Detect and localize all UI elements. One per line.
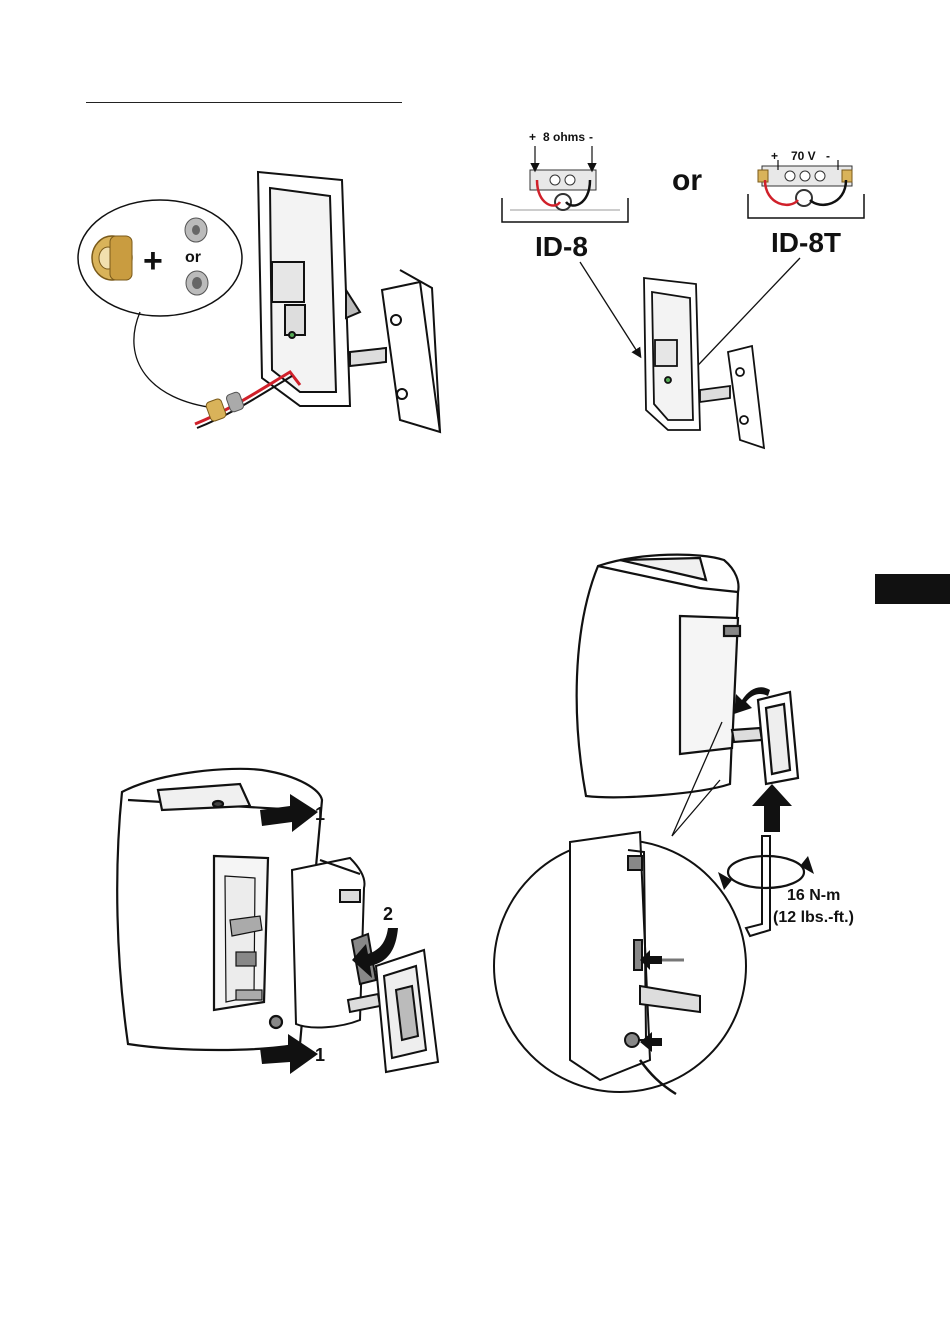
- id8-terminal-diagram: + 8 ohms -: [502, 130, 628, 222]
- figure-secure-with-torque: 16 N-m (12 lbs.-ft.): [494, 555, 854, 1094]
- speaker-open-back-icon: [258, 172, 440, 432]
- id8-plus-label: +: [529, 130, 536, 144]
- plus-sign: +: [143, 242, 163, 280]
- id8t-terminal-diagram: + 70 V -: [748, 149, 864, 218]
- id8-impedance-label: 8 ohms: [543, 130, 585, 144]
- speaker-open-back-small-icon: [644, 278, 764, 448]
- torque-metric-label: 16 N-m: [787, 887, 840, 904]
- grommet-small-icon: [185, 218, 207, 242]
- figure-cable-gland: + or: [78, 172, 440, 432]
- or-label-wiring: or: [672, 164, 702, 197]
- step1-label-top: 1: [315, 804, 325, 824]
- id8-model-label: ID-8: [535, 231, 588, 262]
- id8-minus-label: -: [589, 130, 593, 144]
- torque-imperial-label: (12 lbs.-ft.): [773, 909, 854, 926]
- figure-hang-on-bracket: 1 1 2: [117, 769, 438, 1074]
- or-label: or: [185, 249, 201, 266]
- id8t-minus-label: -: [826, 149, 830, 163]
- installed-gland-icon: [205, 391, 245, 422]
- up-arrow: [752, 784, 792, 832]
- gland-nut-icon: [92, 236, 132, 280]
- id8t-voltage-label: 70 V: [791, 149, 816, 163]
- id8t-model-label: ID-8T: [771, 227, 841, 258]
- id8t-plus-label: +: [771, 149, 778, 163]
- speaker-side-view-icon: [577, 555, 798, 798]
- grommet-large-icon: [186, 271, 208, 295]
- callout-leader: [134, 312, 215, 408]
- step2-label: 2: [383, 904, 393, 924]
- figure-wiring-options: + 8 ohms - or + 70 V - ID-8 ID-8T: [502, 130, 864, 448]
- step1-label-bottom: 1: [315, 1045, 325, 1065]
